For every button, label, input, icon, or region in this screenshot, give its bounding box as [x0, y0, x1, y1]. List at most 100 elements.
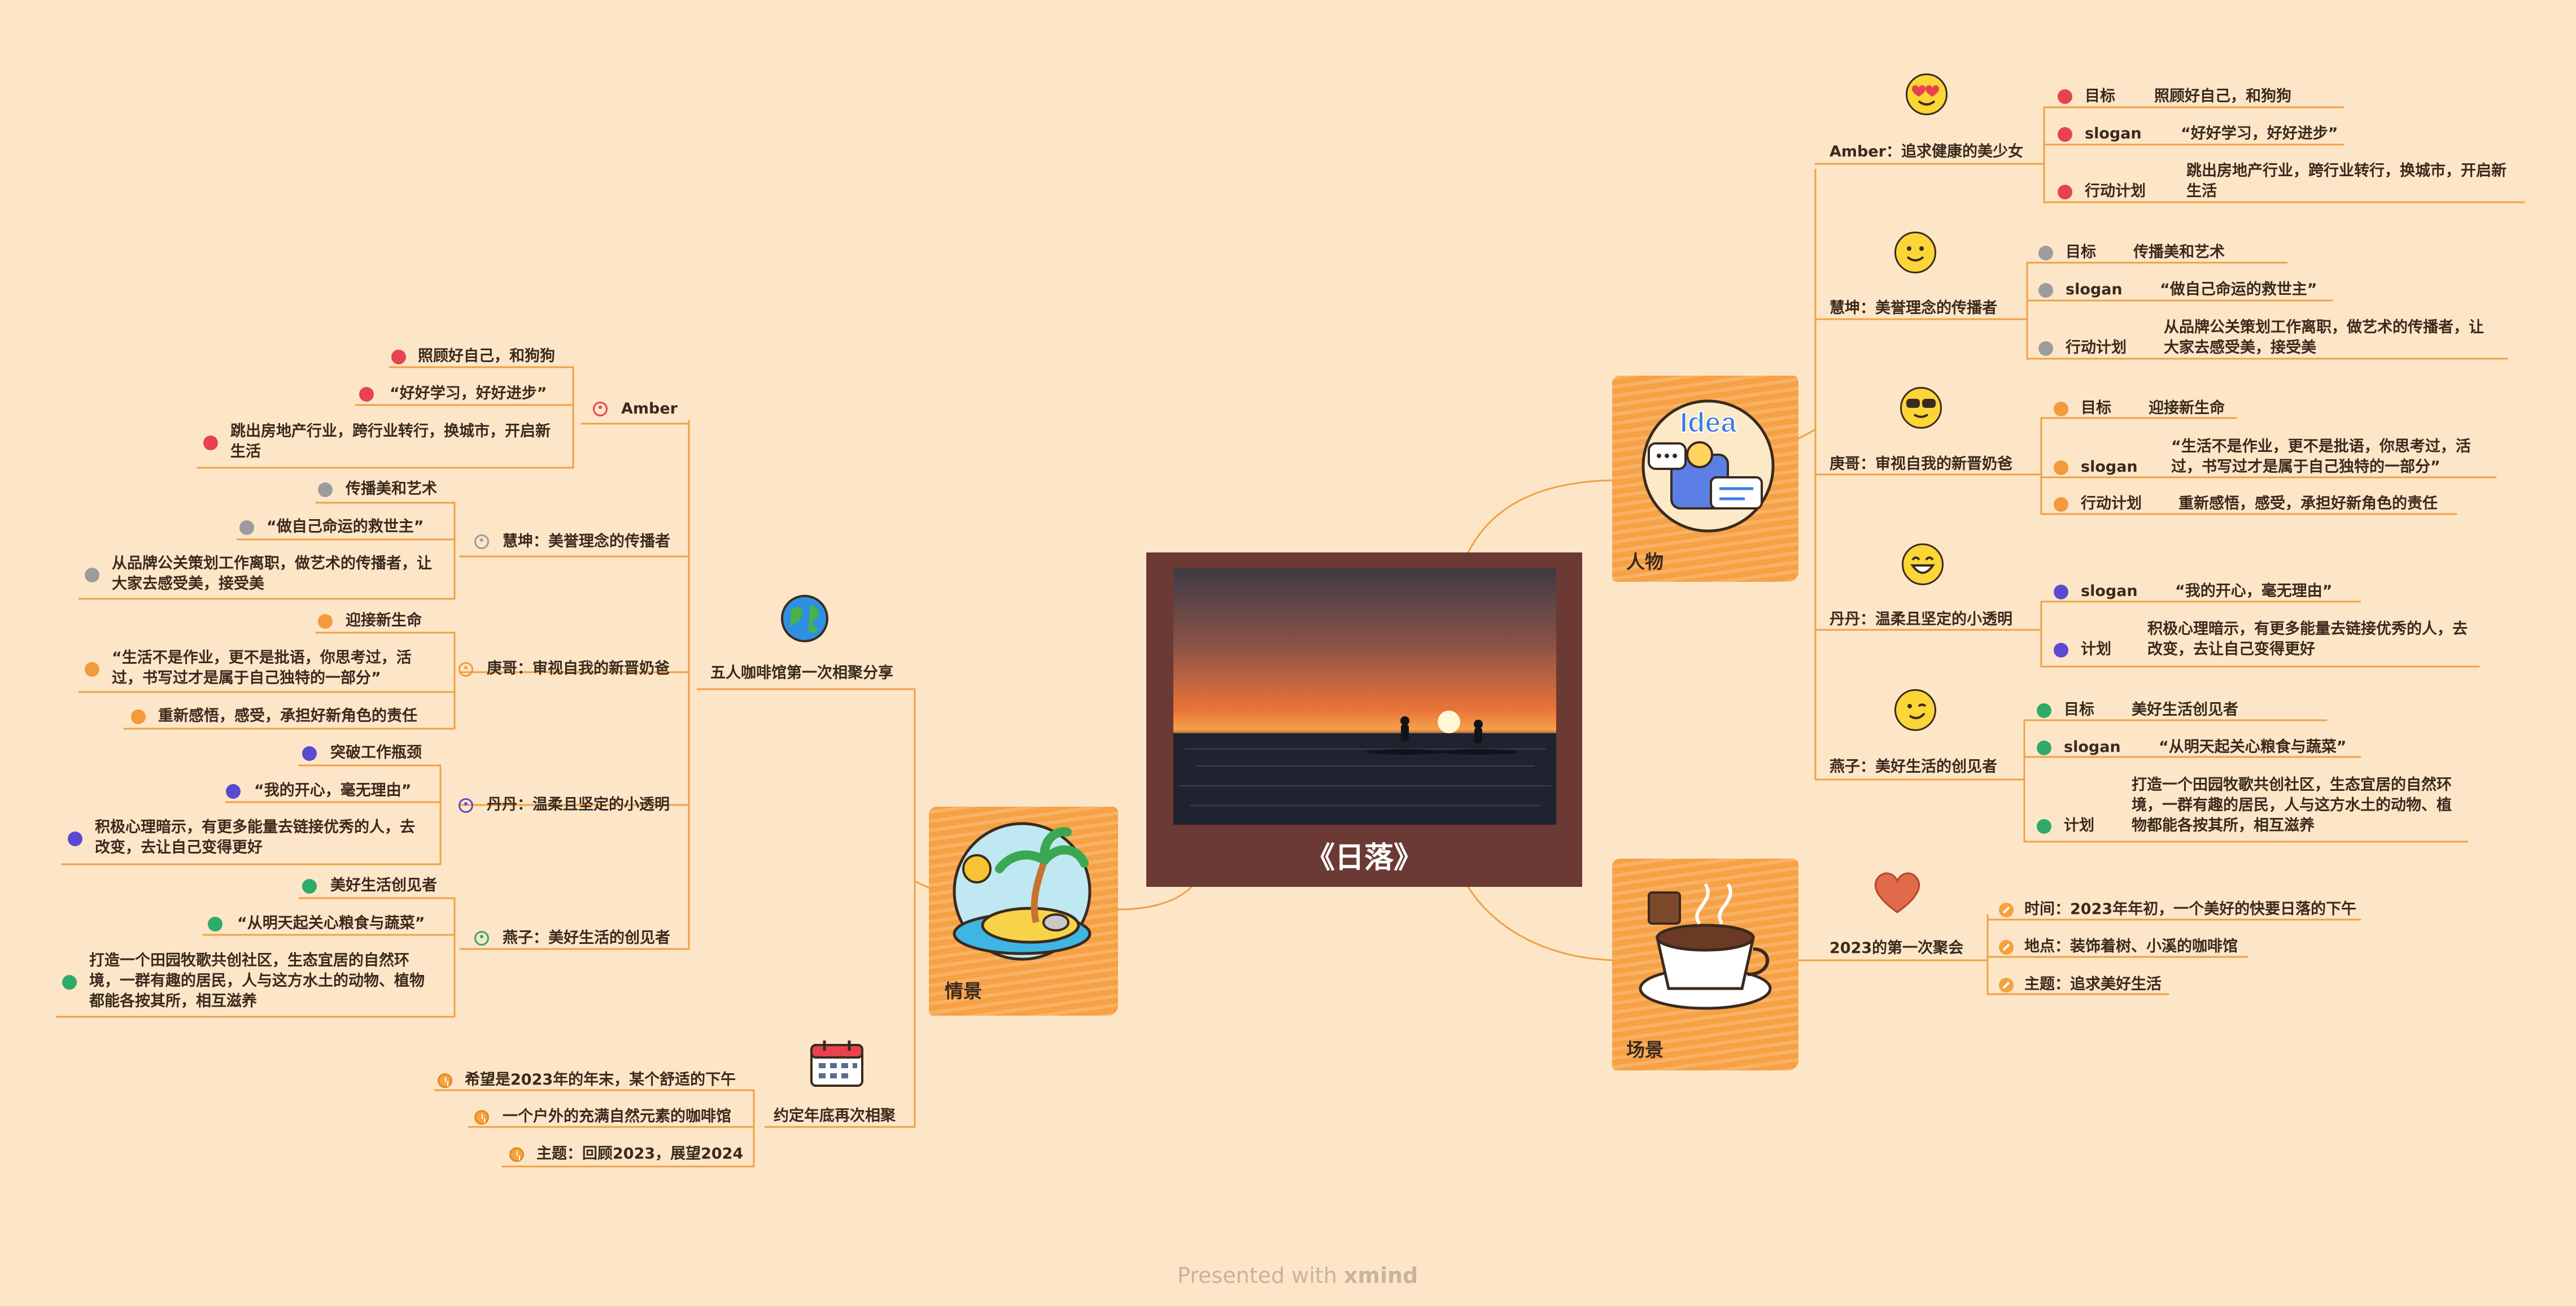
- left-item[interactable]: 从品牌公关策划工作离职，做艺术的传播者，让大家去感受美，接受美: [112, 555, 432, 593]
- row-key: 目标: [2085, 88, 2115, 105]
- left-item[interactable]: “我的开心，毫无理由”: [254, 782, 412, 799]
- user-icon-genge: [459, 662, 473, 677]
- row-key: 目标: [2064, 701, 2094, 719]
- row-value[interactable]: “做自己命运的救世主”: [2160, 281, 2317, 298]
- left-item[interactable]: 打造一个田园牧歌共创社区，生态宜居的自然环境，一群有趣的居民，人与这方水土的动物…: [89, 952, 425, 1010]
- row-key: slogan: [2085, 125, 2142, 142]
- left-item[interactable]: 迎接新生命: [346, 612, 422, 629]
- row-key: 目标: [2081, 399, 2111, 417]
- scene-item[interactable]: 地点：装饰着树、小溪的咖啡馆: [2024, 938, 2238, 955]
- sunglasses-emoji-icon: [1900, 387, 1942, 429]
- huikun-slogan-dot: [2038, 283, 2053, 298]
- scene-label: 场景: [1626, 1039, 1664, 1061]
- sunset-photo: [1173, 568, 1556, 825]
- user-icon-huikun: [474, 534, 489, 549]
- left-item[interactable]: “做自己命运的救世主”: [267, 518, 424, 536]
- row-value[interactable]: “从明天起关心粮食与蔬菜”: [2159, 738, 2347, 756]
- heart-eyes-emoji-icon: [1906, 73, 1948, 115]
- row-key: 计划: [2081, 641, 2111, 658]
- wink-emoji-icon: [1894, 689, 1936, 731]
- row-value[interactable]: 跳出房地产行业，跨行业转行，换城市，开启新生活: [2186, 162, 2507, 200]
- left-dandan-dot: [68, 832, 82, 846]
- person-yanzi-label[interactable]: 燕子：美好生活的创见者: [1830, 758, 1997, 776]
- left-item[interactable]: 重新感悟，感受，承担好新角色的责任: [158, 707, 417, 725]
- row-key: 行动计划: [2066, 339, 2127, 356]
- heart-icon: [1874, 872, 1920, 913]
- person-huikun-label[interactable]: 慧坤：美誉理念的传播者: [1830, 299, 1997, 317]
- left-item[interactable]: “从明天起关心粮食与蔬菜”: [237, 915, 425, 932]
- row-value[interactable]: “好好学习，好好进步”: [2181, 125, 2338, 142]
- watermark: Presented with xmind: [1177, 1263, 1418, 1288]
- left-item[interactable]: 积极心理暗示，有更多能量去链接优秀的人，去改变，去让自己变得更好: [95, 819, 415, 856]
- clock-icon: [474, 1110, 489, 1125]
- row-value[interactable]: “生活不是作业，更不是批语，你思考过，活过，书写过才是属于自己独特的一部分”: [2171, 438, 2471, 476]
- row-key: 目标: [2066, 243, 2096, 261]
- row-value[interactable]: 迎接新生命: [2149, 399, 2225, 417]
- row-value[interactable]: 打造一个田园牧歌共创社区，生态宜居的自然环境，一群有趣的居民，人与这方水土的动物…: [2132, 776, 2452, 834]
- left-item[interactable]: 跳出房地产行业，跨行业转行，换城市，开启新生活: [230, 423, 551, 460]
- left-person-genge[interactable]: 庚哥：审视自我的新晋奶爸: [487, 660, 670, 677]
- left-genge-dot: [85, 662, 99, 677]
- island-icon: [953, 822, 1091, 961]
- left-huikun-dot: [85, 568, 99, 582]
- pencil-icon: [1999, 978, 2014, 992]
- central-topic[interactable]: 《日落》: [1146, 552, 1582, 887]
- row-value[interactable]: “我的开心，毫无理由”: [2175, 582, 2333, 600]
- people-sticker[interactable]: Idea 人物: [1612, 376, 1798, 582]
- yanzi-plan-dot: [2037, 819, 2051, 834]
- gathering-label[interactable]: 2023的第一次聚会: [1830, 939, 1964, 957]
- left-item[interactable]: 传播美和艺术: [346, 480, 437, 498]
- reunion-item[interactable]: 一个户外的充满自然元素的咖啡馆: [503, 1108, 731, 1125]
- person-genge-label[interactable]: 庚哥：审视自我的新晋奶爸: [1830, 455, 2012, 473]
- genge-slogan-dot: [2054, 460, 2068, 475]
- reunion-item[interactable]: 主题：回顾2023，展望2024: [536, 1145, 744, 1163]
- user-icon-dandan: [459, 798, 473, 813]
- row-value[interactable]: 美好生活创见者: [2132, 701, 2238, 719]
- scene-item[interactable]: 主题：追求美好生活: [2024, 976, 2162, 993]
- row-value[interactable]: 重新感悟，感受，承担好新角色的责任: [2178, 495, 2438, 512]
- left-amber-dot: [203, 436, 218, 450]
- left-item[interactable]: “好好学习，好好进步”: [390, 385, 547, 402]
- left-person-yanzi[interactable]: 燕子：美好生活的创见者: [503, 929, 670, 947]
- share-title[interactable]: 五人咖啡馆第一次相聚分享: [710, 664, 893, 682]
- grin-emoji-icon: [1902, 543, 1944, 585]
- user-icon-yanzi: [474, 931, 489, 946]
- row-value[interactable]: 从品牌公关策划工作离职，做艺术的传播者，让大家去感受美，接受美: [2164, 319, 2484, 356]
- left-person-amber[interactable]: Amber: [621, 400, 678, 417]
- left-yanzi-dot: [302, 879, 317, 894]
- people-label: 人物: [1626, 551, 1664, 573]
- row-key: slogan: [2066, 281, 2123, 298]
- scene-sticker[interactable]: 场景: [1612, 859, 1798, 1070]
- idea-icon: Idea: [1641, 399, 1775, 533]
- row-value[interactable]: 传播美和艺术: [2133, 243, 2225, 261]
- reunion-item[interactable]: 希望是2023年的年末，某个舒适的下午: [465, 1071, 736, 1089]
- clock-icon: [438, 1073, 452, 1088]
- left-genge-dot: [131, 709, 146, 724]
- amber-goal-dot: [2058, 89, 2072, 104]
- person-dandan-label[interactable]: 丹丹：温柔且坚定的小透明: [1830, 611, 2012, 628]
- person-amber-label[interactable]: Amber：追求健康的美少女: [1830, 143, 2023, 160]
- reunion-title[interactable]: 约定年底再次相聚: [774, 1107, 896, 1125]
- left-amber-dot: [359, 387, 374, 402]
- pencil-icon: [1999, 940, 2014, 955]
- idea-text: Idea: [1680, 407, 1737, 438]
- row-value[interactable]: 积极心理暗示，有更多能量去链接优秀的人，去改变，去让自己变得更好: [2147, 620, 2468, 658]
- left-item[interactable]: “生活不是作业，更不是批语，你思考过，活过，书写过才是属于自己独特的一部分”: [112, 649, 412, 687]
- left-person-dandan[interactable]: 丹丹：温柔且坚定的小透明: [487, 796, 670, 813]
- left-item[interactable]: 照顾好自己，和狗狗: [418, 347, 555, 365]
- amber-plan-dot: [2058, 185, 2072, 199]
- pencil-icon: [1999, 903, 2014, 917]
- scene-item[interactable]: 时间：2023年年初，一个美好的快要日落的下午: [2024, 900, 2357, 918]
- left-person-huikun[interactable]: 慧坤：美誉理念的传播者: [503, 533, 670, 550]
- genge-plan-dot: [2054, 497, 2068, 512]
- left-item[interactable]: 突破工作瓶颈: [330, 744, 422, 761]
- left-amber-dot: [391, 350, 406, 364]
- yanzi-slogan-dot: [2037, 741, 2051, 755]
- central-title: 《日落》: [1305, 841, 1423, 875]
- dandan-plan-dot: [2054, 643, 2068, 658]
- story-sticker[interactable]: 情景: [929, 807, 1118, 1016]
- row-value[interactable]: 照顾好自己，和狗狗: [2154, 88, 2291, 105]
- left-item[interactable]: 美好生活创见者: [330, 877, 437, 894]
- row-key: slogan: [2081, 582, 2138, 600]
